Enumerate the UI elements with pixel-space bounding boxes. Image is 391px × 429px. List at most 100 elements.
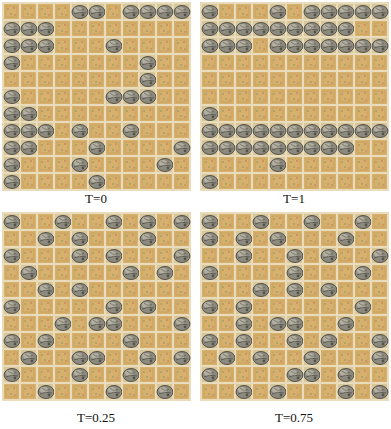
- ground-cell: [354, 230, 371, 247]
- ground-cell: [320, 71, 337, 88]
- rock-cell: [320, 3, 337, 20]
- ground-cell: [235, 213, 252, 230]
- ground-cell: [173, 122, 190, 139]
- ground-cell: [337, 156, 354, 173]
- ground-cell: [252, 71, 269, 88]
- rock-cell: [122, 366, 139, 383]
- rock-cell: [122, 332, 139, 349]
- ground-cell: [320, 298, 337, 315]
- rock-cell: [269, 315, 286, 332]
- rock-cell: [20, 122, 37, 139]
- ground-cell: [252, 37, 269, 54]
- rock-cell: [235, 332, 252, 349]
- ground-cell: [37, 213, 54, 230]
- ground-cell: [54, 383, 71, 400]
- ground-cell: [218, 71, 235, 88]
- ground-cell: [173, 230, 190, 247]
- ground-cell: [201, 88, 218, 105]
- ground-cell: [88, 122, 105, 139]
- grid-panel: [200, 2, 389, 191]
- rock-cell: [371, 247, 388, 264]
- ground-cell: [235, 88, 252, 105]
- ground-cell: [122, 139, 139, 156]
- ground-cell: [218, 230, 235, 247]
- rock-cell: [201, 37, 218, 54]
- ground-cell: [54, 139, 71, 156]
- ground-cell: [105, 3, 122, 20]
- ground-cell: [88, 105, 105, 122]
- rock-cell: [218, 349, 235, 366]
- ground-cell: [105, 230, 122, 247]
- ground-cell: [201, 247, 218, 264]
- ground-cell: [269, 213, 286, 230]
- ground-cell: [156, 213, 173, 230]
- rock-cell: [201, 264, 218, 281]
- rock-cell: [286, 264, 303, 281]
- ground-cell: [54, 20, 71, 37]
- ground-cell: [3, 281, 20, 298]
- ground-cell: [20, 247, 37, 264]
- rock-cell: [286, 281, 303, 298]
- ground-cell: [201, 315, 218, 332]
- rock-cell: [3, 366, 20, 383]
- ground-cell: [105, 156, 122, 173]
- rock-cell: [37, 281, 54, 298]
- rock-cell: [3, 54, 20, 71]
- rock-cell: [337, 315, 354, 332]
- rock-cell: [37, 230, 54, 247]
- ground-cell: [269, 332, 286, 349]
- ground-cell: [139, 156, 156, 173]
- ground-cell: [371, 156, 388, 173]
- ground-cell: [71, 213, 88, 230]
- rock-cell: [201, 213, 218, 230]
- rock-cell: [354, 3, 371, 20]
- ground-cell: [139, 122, 156, 139]
- ground-cell: [54, 366, 71, 383]
- ground-cell: [71, 139, 88, 156]
- ground-cell: [303, 156, 320, 173]
- ground-cell: [3, 71, 20, 88]
- ground-cell: [54, 349, 71, 366]
- ground-cell: [252, 366, 269, 383]
- rock-cell: [156, 383, 173, 400]
- ground-cell: [320, 264, 337, 281]
- ground-cell: [71, 173, 88, 190]
- ground-cell: [88, 156, 105, 173]
- rock-cell: [156, 156, 173, 173]
- ground-cell: [269, 54, 286, 71]
- ground-cell: [54, 71, 71, 88]
- ground-cell: [54, 122, 71, 139]
- ground-cell: [269, 88, 286, 105]
- ground-cell: [122, 213, 139, 230]
- rock-cell: [71, 349, 88, 366]
- ground-cell: [371, 213, 388, 230]
- ground-cell: [337, 298, 354, 315]
- grid-panel: [2, 212, 191, 401]
- ground-cell: [354, 247, 371, 264]
- ground-cell: [54, 156, 71, 173]
- ground-cell: [201, 156, 218, 173]
- ground-cell: [105, 139, 122, 156]
- ground-cell: [105, 20, 122, 37]
- ground-cell: [37, 247, 54, 264]
- rock-cell: [156, 3, 173, 20]
- rock-cell: [201, 173, 218, 190]
- ground-cell: [88, 298, 105, 315]
- ground-cell: [88, 71, 105, 88]
- ground-cell: [173, 281, 190, 298]
- ground-cell: [122, 54, 139, 71]
- ground-cell: [354, 20, 371, 37]
- ground-cell: [71, 71, 88, 88]
- ground-cell: [88, 332, 105, 349]
- ground-cell: [122, 298, 139, 315]
- ground-cell: [337, 349, 354, 366]
- ground-cell: [354, 366, 371, 383]
- rock-cell: [337, 20, 354, 37]
- ground-cell: [88, 213, 105, 230]
- ground-cell: [337, 281, 354, 298]
- rock-cell: [201, 366, 218, 383]
- rock-cell: [105, 298, 122, 315]
- panel-caption: T=1: [283, 191, 305, 207]
- ground-cell: [20, 3, 37, 20]
- rock-cell: [20, 37, 37, 54]
